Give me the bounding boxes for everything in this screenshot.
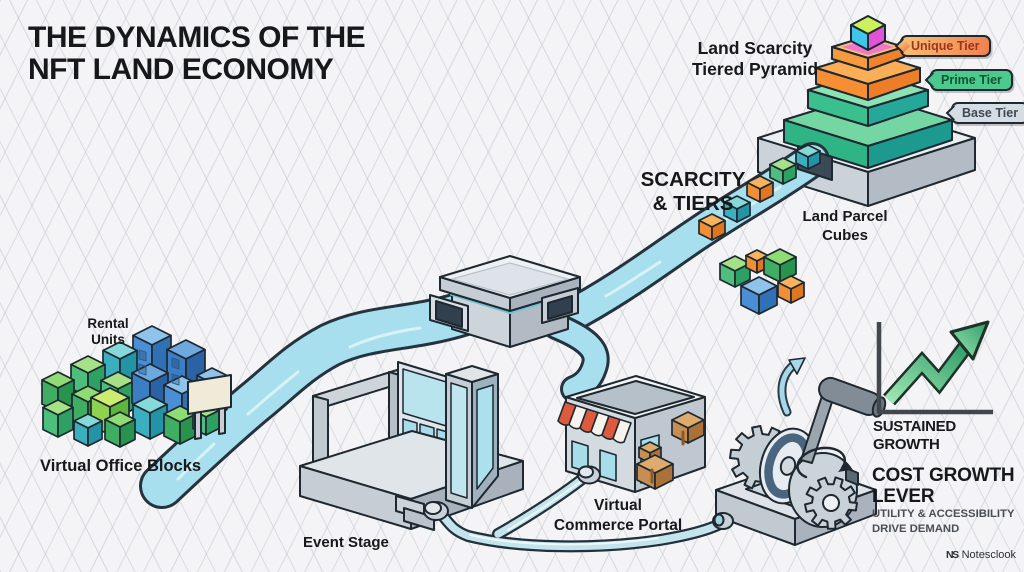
badge-prime-tier: Prime Tier [930,69,1013,91]
junction-hub-illustration [429,255,581,348]
tiered-pyramid-illustration [757,15,976,207]
sign-board [187,374,232,440]
package-boxes [636,411,705,490]
land-parcel-cubes-label: Land Parcel Cubes [802,208,888,244]
virtual-office-blocks-label: Virtual Office Blocks [40,457,202,475]
scarcity-tiers-label: SCARCITY & TIERS [640,168,746,215]
lever-pipe-connector [712,512,734,530]
page-title: THE DYNAMICS OF THE NFT LAND ECONOMY [28,21,366,87]
stage-tower [445,365,499,509]
brand-mark-icon: NS [945,549,959,561]
rotation-arrow-icon [796,446,850,479]
sustained-growth-label: SUSTAINED GROWTH [873,418,956,453]
event-stage-illustration [299,361,524,531]
rental-units-label: Rental Units [87,316,129,348]
front-gear-icon [804,476,858,530]
badge-base-tier: Base Tier [951,102,1024,124]
awning [557,401,632,444]
unique-tier-cube [850,15,886,51]
lever-machine-illustration [712,357,887,546]
stage-pipe-connector [423,501,449,521]
brand-name: Notesclook [961,549,1016,561]
cost-growth-lever-subtext: UTILITY & ACCESSIBILITY DRIVE DEMAND [872,508,1015,535]
land-parcel-cubes-cluster [719,248,805,315]
main-river [139,291,485,509]
cost-growth-lever-label: COST GROWTH LEVER [872,465,1015,507]
growth-chart-illustration [876,320,993,415]
pull-direction-arrow-icon [777,357,806,417]
pyramid-heading: Land Scarcity Tiered Pyramid [691,38,819,79]
brand-logo: NS Notesclook [946,549,1016,561]
event-stage-label: Event Stage [303,534,389,551]
land-parcel-cubes-on-river [698,144,821,241]
box-tape [650,430,685,484]
utility-pipes [432,470,726,553]
badge-unique-tier: Unique Tier [900,35,991,57]
portal-river-branch [542,312,610,403]
virtual-commerce-portal-label: Virtual Commerce Portal [553,497,683,535]
portal-pipe-connector [577,465,601,485]
